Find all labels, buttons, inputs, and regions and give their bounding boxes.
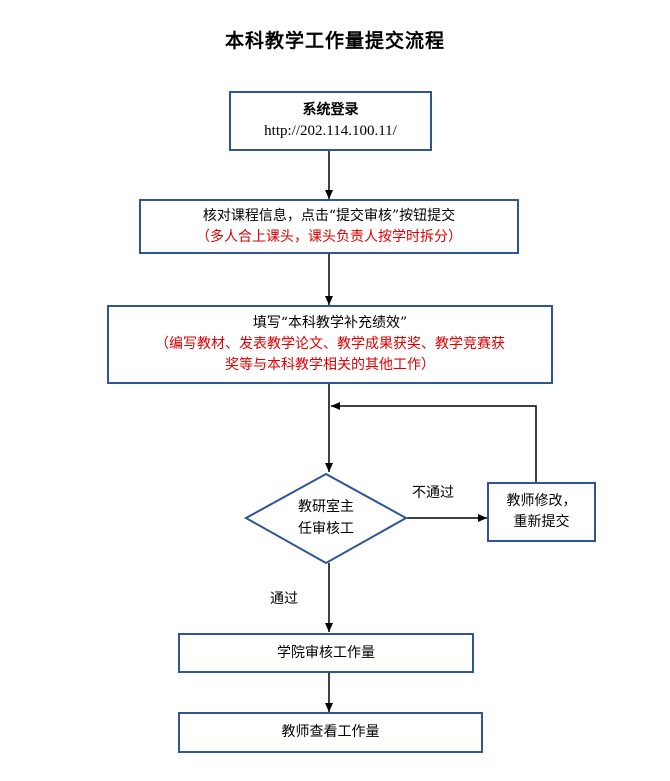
fill-note-1: （编写教材、发表教学论文、教学成果获奖、教学竞赛获 [155,336,505,352]
review-label-line1: 教研室主 [298,499,354,515]
review-label-line2: 任审核工 [298,521,354,537]
revise-line1: 教师修改， [506,493,577,509]
verify-box: 核对课程信息，点击“提交审核”按钮提交 （多人合上课头，课头负责人按学时拆分） [139,199,519,254]
verify-instruction: 核对课程信息，点击“提交审核”按钮提交 [202,207,456,224]
college-review-label: 学院审核工作量 [277,644,375,661]
view-workload-label: 教师查看工作量 [281,724,380,740]
review-label: 教研室主 任审核工 [276,496,376,540]
review-diamond [243,472,409,565]
fill-note-2: 奖等与本科教学相关的其他工作） [225,357,435,373]
fill-box: 填写“本科教学补充绩效” （编写教材、发表教学论文、教学成果获奖、教学竞赛获 奖… [107,305,553,384]
revise-box: 教师修改， 重新提交 [487,482,596,542]
login-box: 系统登录 http://202.114.100.11/ [229,91,432,151]
pass-label: 通过 [270,591,298,607]
page-title: 本科教学工作量提交流程 [224,30,445,52]
verify-note: （多人合上课头，课头负责人按学时拆分） [196,228,462,245]
login-title: 系统登录 [302,102,359,118]
fail-label: 不通过 [412,485,454,501]
view-workload-box: 教师查看工作量 [178,712,483,753]
login-url: http://202.114.100.11/ [264,123,397,139]
college-review-box: 学院审核工作量 [178,633,474,673]
fill-instruction: 填写“本科教学补充绩效” [252,315,408,331]
revise-line2: 重新提交 [513,514,570,530]
arrow-revise-back-to-flow [331,402,537,482]
